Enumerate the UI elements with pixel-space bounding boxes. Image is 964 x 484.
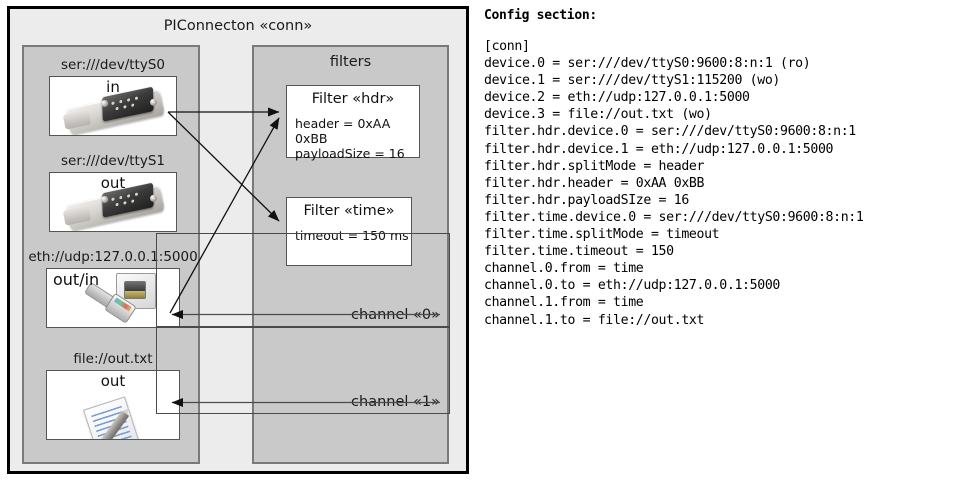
config-lines-list[interactable]: [conn] device.0 = ser:///dev/ttyS0:9600:8…: [484, 38, 958, 329]
config-line: device.2 = eth://udp:127.0.0.1:5000: [484, 90, 750, 106]
filter-prop-hdr-header: header = 0xAA 0xBB: [295, 116, 391, 146]
channel-box-0-right-edge: [447, 233, 450, 327]
config-section-heading: Config section:: [484, 8, 597, 23]
config-line: filter.hdr.splitMode = header: [484, 158, 705, 174]
config-line: device.3 = file://out.txt (wo): [484, 107, 712, 123]
channel-label-0: channel «0»: [351, 307, 440, 323]
config-line: device.1 = ser:///dev/ttyS1:115200 (wo): [484, 73, 780, 89]
filter-box-time[interactable]: Filter «time» timeout = 150 ms: [286, 197, 412, 266]
config-section: Config section: [conn] device.0 = ser:///…: [484, 8, 958, 329]
config-line: channel.1.to = file://out.txt: [484, 312, 705, 328]
config-line: channel.0.to = eth://udp:127.0.0.1:5000: [484, 278, 780, 294]
device-label-ttyS0: ser:///dev/ttyS0: [61, 57, 165, 73]
filter-title-hdr: Filter «hdr»: [311, 91, 395, 107]
device-label-ttyS1: ser:///dev/ttyS1: [61, 153, 165, 169]
serial-port-icon: [60, 81, 170, 135]
config-line: filter.hdr.device.0 = ser:///dev/ttyS0:9…: [484, 124, 856, 140]
piconnector-component-frame: PIConnecton «conn» ser:///dev/ttyS0 in s…: [7, 6, 469, 474]
config-line: filter.hdr.device.1 = eth://udp:127.0.0.…: [484, 141, 834, 157]
channel-box-1-right-edge: [447, 327, 450, 414]
config-line: channel.1.from = time: [484, 295, 644, 311]
device-box-ttyS0[interactable]: in: [49, 76, 177, 136]
ethernet-icon: [47, 269, 179, 327]
config-line: device.0 = ser:///dev/ttyS0:9600:8:n:1 (…: [484, 56, 811, 72]
component-title: PIConnecton «conn»: [163, 18, 313, 34]
filters-panel-title: filters: [329, 54, 372, 70]
config-line: filter.hdr.header = 0xAA 0xBB: [484, 175, 705, 191]
serial-port-icon: [60, 177, 170, 231]
filter-prop-hdr-payload: payloadSize = 16: [295, 146, 405, 161]
config-line: filter.time.device.0 = ser:///dev/ttyS0:…: [484, 209, 864, 225]
device-label-eth: eth://udp:127.0.0.1:5000: [28, 249, 198, 265]
config-line: filter.hdr.payloadSIze = 16: [484, 192, 689, 208]
device-entry-eth[interactable]: eth://udp:127.0.0.1:5000 out/in: [26, 249, 200, 328]
filters-panel: filters Filter «hdr» header = 0xAA 0xBB …: [156, 45, 450, 464]
channel-box-0[interactable]: channel «0»: [156, 233, 450, 327]
config-line: filter.time.splitMode = timeout: [484, 227, 720, 243]
config-line: filter.time.timeout = 150: [484, 244, 674, 260]
channel-label-1: channel «1»: [351, 394, 440, 410]
device-label-file: file://out.txt: [73, 351, 153, 367]
config-line: [conn]: [484, 39, 530, 54]
device-box-ttyS1[interactable]: out: [49, 172, 177, 232]
channel-box-1[interactable]: channel «1»: [156, 327, 450, 414]
filter-prop-time-timeout: timeout = 150 ms: [295, 228, 409, 243]
filter-title-time: Filter «time»: [303, 203, 395, 219]
device-entry-ttyS1[interactable]: ser:///dev/ttyS1 out: [38, 153, 188, 232]
config-line: channel.0.from = time: [484, 261, 644, 277]
file-document-icon: [82, 396, 153, 439]
filter-box-hdr[interactable]: Filter «hdr» header = 0xAA 0xBB payloadS…: [286, 85, 420, 161]
device-entry-ttyS0[interactable]: ser:///dev/ttyS0 in: [38, 57, 188, 136]
